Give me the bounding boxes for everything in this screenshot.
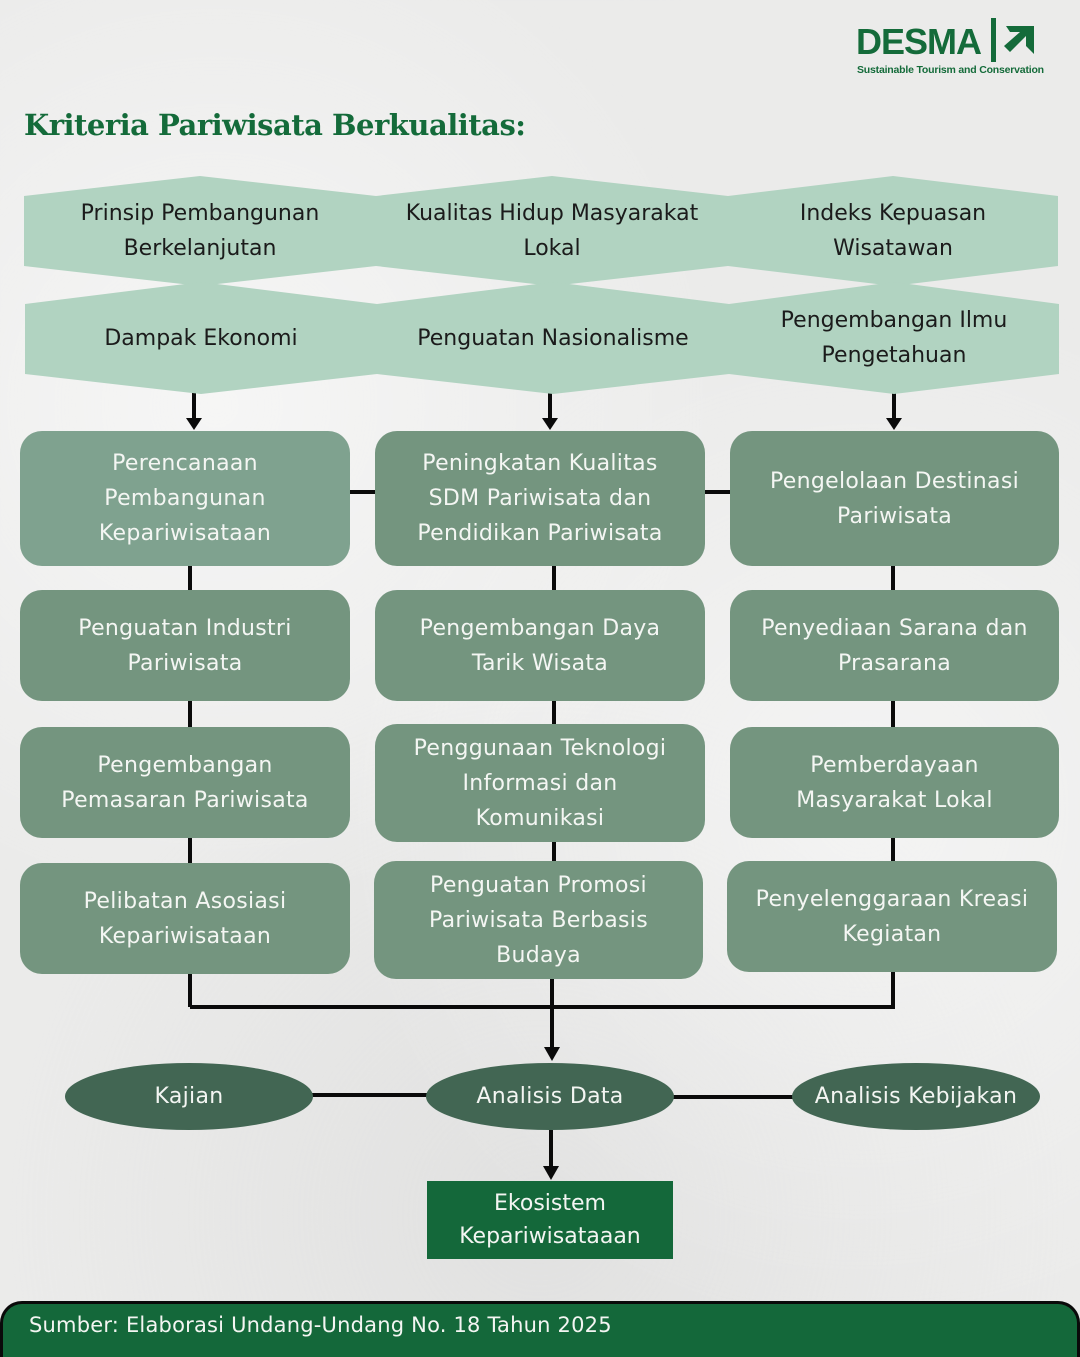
criteria-text: Dampak Ekonomi xyxy=(104,325,298,351)
box-text: Pendidikan Pariwisata xyxy=(417,521,663,546)
oval-text: Analisis Data xyxy=(476,1084,624,1109)
result-text: Kepariwisataaan xyxy=(459,1224,641,1249)
box-text: Pariwisata xyxy=(127,650,243,676)
box-text: Pengembangan Daya xyxy=(419,615,661,641)
criteria-text: Lokal xyxy=(523,236,581,261)
oval-analisis-kebijakan: Analisis Kebijakan xyxy=(792,1063,1040,1130)
oval-text: Kajian xyxy=(154,1084,224,1109)
criteria-text: Pengembangan Ilmu xyxy=(780,308,1008,333)
box-text: Kepariwisataan xyxy=(98,521,272,546)
arrowhead xyxy=(886,418,902,430)
criteria-hex-3: Indeks Kepuasan Wisatawan xyxy=(728,176,1058,286)
criteria-hex-5: Penguatan Nasionalisme xyxy=(377,282,729,394)
criteria-text: Indeks Kepuasan xyxy=(799,201,987,226)
box-text: Pemberdayaan xyxy=(810,752,979,778)
criteria-hex-2: Kualitas Hidup Masyarakat Lokal xyxy=(376,176,728,286)
brand-logo: DESMA Sustainable Tourism and Conservati… xyxy=(856,16,1046,82)
box-text: Pariwisata xyxy=(836,503,953,529)
logo-divider xyxy=(991,18,996,62)
box-text: Prasarana xyxy=(837,650,951,676)
arrowhead xyxy=(542,418,558,430)
box-text: Tarik Wisata xyxy=(471,650,609,676)
box-text: Kegiatan xyxy=(842,921,942,947)
criteria-hex-1: Prinsip Pembangunan Berkelanjutan xyxy=(24,176,376,286)
criteria-text: Prinsip Pembangunan xyxy=(80,201,320,226)
box-text: Informasi dan xyxy=(462,770,618,796)
box-text: Budaya xyxy=(496,942,581,968)
box-text: Komunikasi xyxy=(475,805,605,831)
source-text: Sumber: Elaborasi Undang-Undang No. 18 T… xyxy=(29,1313,612,1337)
box-text: Pariwisata Berbasis xyxy=(429,907,648,933)
box-text: Penyelenggaraan Kreasi xyxy=(755,886,1029,912)
source-footer: Sumber: Elaborasi Undang-Undang No. 18 T… xyxy=(0,1301,1080,1357)
page-title: Kriteria Pariwisata Berkualitas: xyxy=(24,108,526,142)
box-text: Penguatan Industri xyxy=(78,615,292,641)
logo-tagline: Sustainable Tourism and Conservation xyxy=(857,64,1044,76)
criteria-text: Berkelanjutan xyxy=(123,236,277,261)
box-text: Perencanaan xyxy=(112,451,258,476)
box-text: Pengembangan xyxy=(97,752,273,778)
box-text: Penguatan Promosi xyxy=(430,872,647,898)
criteria-text: Pengetahuan xyxy=(821,343,967,368)
criteria-text: Kualitas Hidup Masyarakat xyxy=(405,201,699,226)
oval-analisis-data: Analisis Data xyxy=(426,1063,674,1130)
arrowhead xyxy=(543,1166,559,1180)
result-text: Ekosistem xyxy=(494,1191,606,1216)
box-text: Penggunaan Teknologi xyxy=(413,735,667,761)
oval-kajian: Kajian xyxy=(65,1063,313,1130)
arrow-up-right-icon xyxy=(1004,26,1034,54)
box-text: Peningkatan Kualitas xyxy=(422,451,658,476)
criteria-text: Penguatan Nasionalisme xyxy=(417,325,689,351)
arrowhead xyxy=(544,1047,560,1061)
criteria-hex-4: Dampak Ekonomi xyxy=(25,282,377,394)
logo-wordmark: DESMA xyxy=(856,21,982,62)
box-text: Masyarakat Lokal xyxy=(796,787,993,813)
box-text: Pelibatan Asosiasi xyxy=(83,888,287,914)
arrowhead xyxy=(186,418,202,430)
criteria-hex-6: Pengembangan Ilmu Pengetahuan xyxy=(729,282,1059,394)
box-text: Penyediaan Sarana dan xyxy=(761,615,1028,641)
box-text: Pengelolaan Destinasi xyxy=(769,468,1020,494)
criteria-text: Wisatawan xyxy=(833,236,953,261)
box-text: Pemasaran Pariwisata xyxy=(61,787,309,813)
box-text: SDM Pariwisata dan xyxy=(428,486,652,511)
oval-text: Analisis Kebijakan xyxy=(814,1084,1018,1109)
box-text: Kepariwisataan xyxy=(98,923,272,949)
box-text: Pembangunan xyxy=(104,486,266,511)
